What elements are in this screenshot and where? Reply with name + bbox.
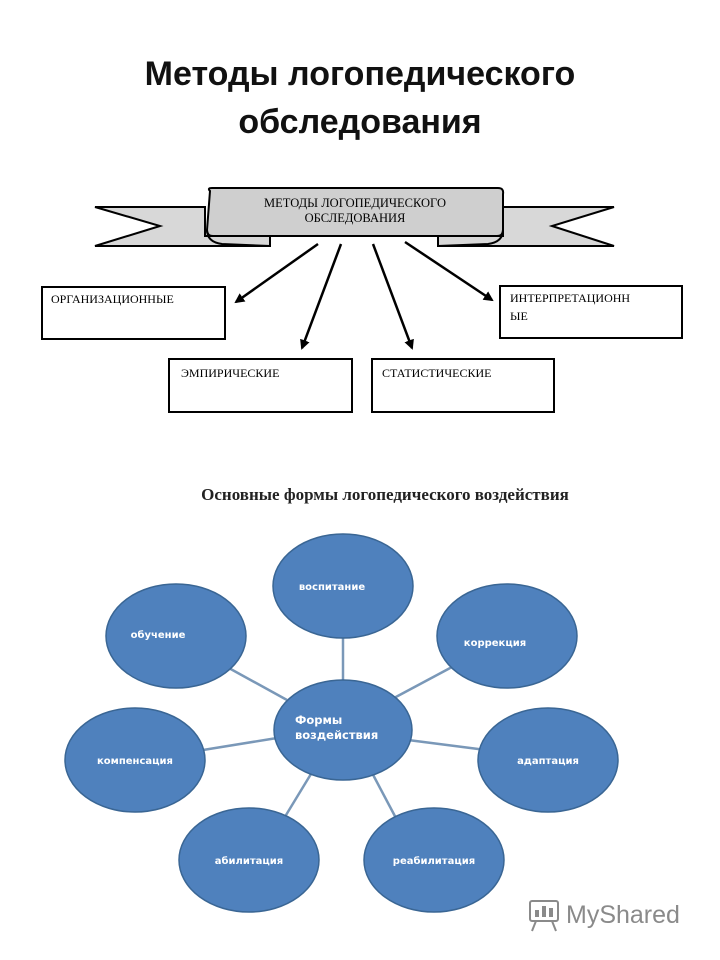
method-box-organizational-label: ОРГАНИЗАЦИОННЫЕ — [51, 292, 174, 306]
banner-label-line-2: ОБСЛЕДОВАНИЯ — [305, 211, 406, 225]
forms-diagram: Основные формы логопедического воздейств… — [64, 485, 619, 913]
page-title: Методы логопедического обследования — [0, 50, 720, 146]
method-box-statistical-label: СТАТИСТИЧЕСКИЕ — [382, 366, 491, 380]
form-hub-label-1: Формы — [295, 713, 342, 727]
page-title-line-2: обследования — [238, 103, 482, 141]
form-hub-label-2: воздействия — [295, 728, 378, 742]
method-box-statistical: СТАТИСТИЧЕСКИЕ — [371, 358, 555, 413]
connector-korrekciya — [393, 665, 453, 700]
form-node-reabilitaciya: реабилитация — [363, 807, 505, 913]
arrow-to-empirical — [300, 243, 343, 350]
connector-obuchenie — [226, 665, 288, 702]
banner-ribbon: МЕТОДЫ ЛОГОПЕДИЧЕСКОГО ОБСЛЕДОВАНИЯ — [94, 187, 615, 247]
method-box-interpretive-label-1: ИНТЕРПРЕТАЦИОНН — [510, 291, 630, 305]
form-node-reabilitaciya-label: реабилитация — [393, 855, 475, 867]
arrow-to-statistical — [371, 243, 414, 350]
method-box-empirical-label: ЭМПИРИЧЕСКИЕ — [181, 366, 279, 380]
connector-kompensaciya — [202, 736, 278, 752]
form-node-kompensaciya-label: компенсация — [97, 756, 173, 767]
method-box-interpretive: ИНТЕРПРЕТАЦИОНН ЫЕ — [499, 285, 683, 339]
arrow-to-interpretive — [404, 240, 494, 302]
method-arrows — [234, 240, 494, 350]
connector-reabilitaciya — [368, 768, 399, 821]
myshared-watermark: MyShared — [529, 900, 680, 932]
form-node-vospitanie-label: воспитание — [299, 582, 366, 593]
form-node-obuchenie-label: обучение — [131, 629, 186, 641]
form-node-korrekciya-label: коррекция — [464, 638, 526, 649]
forms-connectors — [202, 636, 487, 821]
form-node-abilitaciya: абилитация — [178, 807, 320, 913]
banner-fold-right — [437, 229, 504, 247]
methods-diagram: МЕТОДЫ ЛОГОПЕДИЧЕСКОГО ОБСЛЕДОВАНИЯ ОРГА… — [41, 187, 683, 413]
form-node-adaptaciya-label: адаптация — [517, 756, 579, 767]
banner-fold-left — [206, 229, 271, 247]
method-box-organizational: ОРГАНИЗАЦИОННЫЕ — [41, 286, 226, 340]
presentation-board-icon — [529, 900, 559, 932]
connector-adaptaciya — [407, 738, 487, 752]
form-node-kompensaciya: компенсация — [64, 707, 206, 813]
banner-label-line-1: МЕТОДЫ ЛОГОПЕДИЧЕСКОГО — [264, 196, 446, 210]
forms-subtitle: Основные формы логопедического воздейств… — [201, 485, 569, 504]
form-node-korrekciya: коррекция — [436, 583, 578, 689]
connector-abilitaciya — [281, 768, 316, 821]
form-node-vospitanie: воспитание — [272, 533, 414, 639]
form-node-adaptaciya: адаптация — [477, 707, 619, 813]
method-box-empirical: ЭМПИРИЧЕСКИЕ — [168, 358, 353, 413]
method-box-interpretive-label-2: ЫЕ — [510, 309, 528, 323]
form-node-obuchenie: обучение — [105, 583, 247, 689]
arrow-to-organizational — [234, 242, 319, 304]
watermark-text: MyShared — [566, 901, 680, 929]
form-hub: Формы воздействия — [273, 679, 413, 781]
form-node-abilitaciya-label: абилитация — [215, 855, 283, 867]
page-title-line-1: Методы логопедического — [144, 55, 576, 93]
